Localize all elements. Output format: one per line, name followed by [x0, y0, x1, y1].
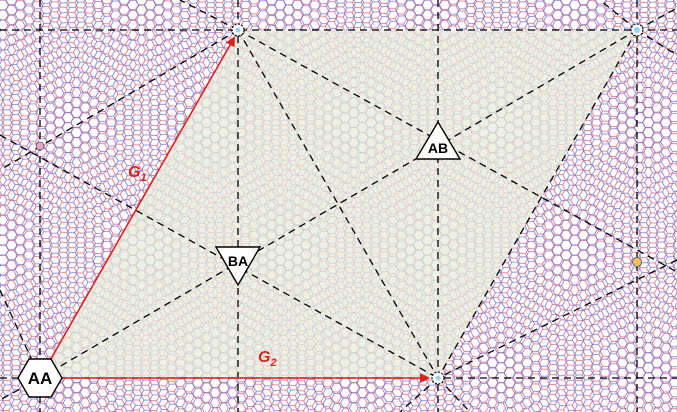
- site-dot-pink: [35, 141, 45, 151]
- ab-label: AB: [428, 140, 448, 156]
- g2-label: G2: [258, 349, 277, 369]
- corner-site-bottom-right: [431, 371, 445, 385]
- corner-site-top-left: [231, 23, 245, 37]
- g1-vector-arrow: [39, 36, 235, 379]
- ab-site-marker: AB: [414, 120, 462, 160]
- g1-subscript: 1: [140, 172, 146, 184]
- aa-site-marker: AA: [17, 358, 63, 398]
- corner-site-top-right: [630, 23, 644, 37]
- g1-label: G1: [128, 164, 147, 184]
- site-dot-orange: [632, 257, 642, 267]
- aa-label: AA: [28, 369, 53, 388]
- ba-site-marker: BA: [214, 246, 262, 287]
- ba-label: BA: [228, 253, 248, 269]
- g2-subscript: 2: [269, 357, 276, 369]
